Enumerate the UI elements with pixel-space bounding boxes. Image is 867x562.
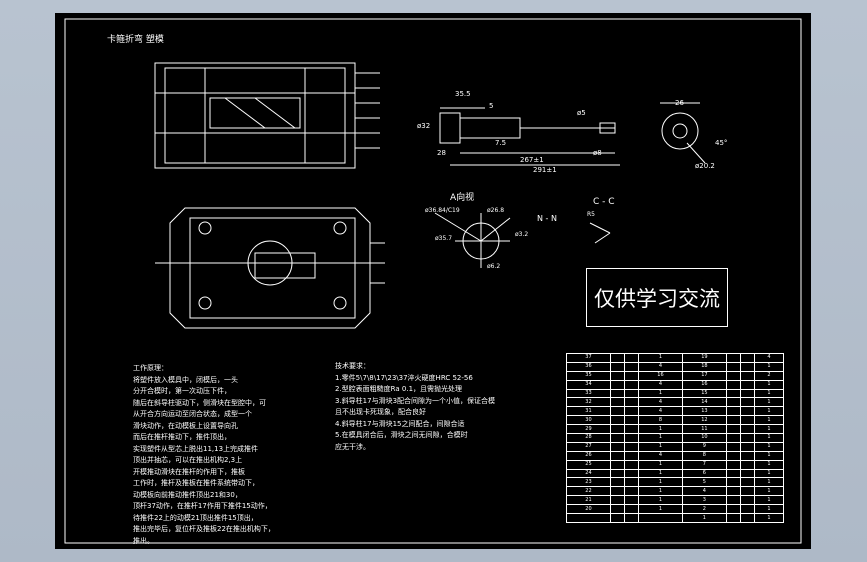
dim-phi8: ø8 xyxy=(593,149,602,157)
dim-6-2: ø6.2 xyxy=(487,263,501,270)
watermark-box: 仅供学习交流 xyxy=(586,268,728,327)
dim-32: ø32 xyxy=(417,122,431,130)
title-label: 卡箍折弯 塑模 xyxy=(107,35,164,45)
working-notes: 工作原理：将塑件放入模具中，闭模后，一头分开合模时，第一次动压下件， 随后在斜导… xyxy=(133,364,275,545)
dim-26: 26 xyxy=(675,99,684,107)
dim-35-7: ø35.7 xyxy=(435,235,453,242)
dim-26-8: ø26.8 xyxy=(487,207,505,214)
drawing-lines xyxy=(64,18,802,544)
drawing-sheet[interactable]: 卡箍折弯 塑模 A向视 N - N C - C 35.5 5 ø32 7.5 2… xyxy=(55,13,811,549)
dim-phi5: ø5 xyxy=(577,109,586,117)
section-n-label: N - N xyxy=(537,214,557,223)
dim-36-84: ø36.84/C19 xyxy=(425,207,460,214)
dim-r5: R5 xyxy=(587,211,595,218)
section-a-label: A向视 xyxy=(450,193,475,203)
dim-28: 28 xyxy=(437,149,446,157)
section-c-label: C - C xyxy=(593,197,615,207)
dim-7-5: 7.5 xyxy=(495,139,507,147)
dim-5: 5 xyxy=(489,102,494,110)
dim-20-2: ø20.2 xyxy=(695,162,715,170)
dim-267: 267±1 xyxy=(520,156,544,164)
dim-3-2: ø3.2 xyxy=(515,231,529,238)
dim-45deg: 45° xyxy=(715,139,728,147)
dim-35-5: 35.5 xyxy=(455,90,471,98)
dim-291: 291±1 xyxy=(533,166,557,174)
